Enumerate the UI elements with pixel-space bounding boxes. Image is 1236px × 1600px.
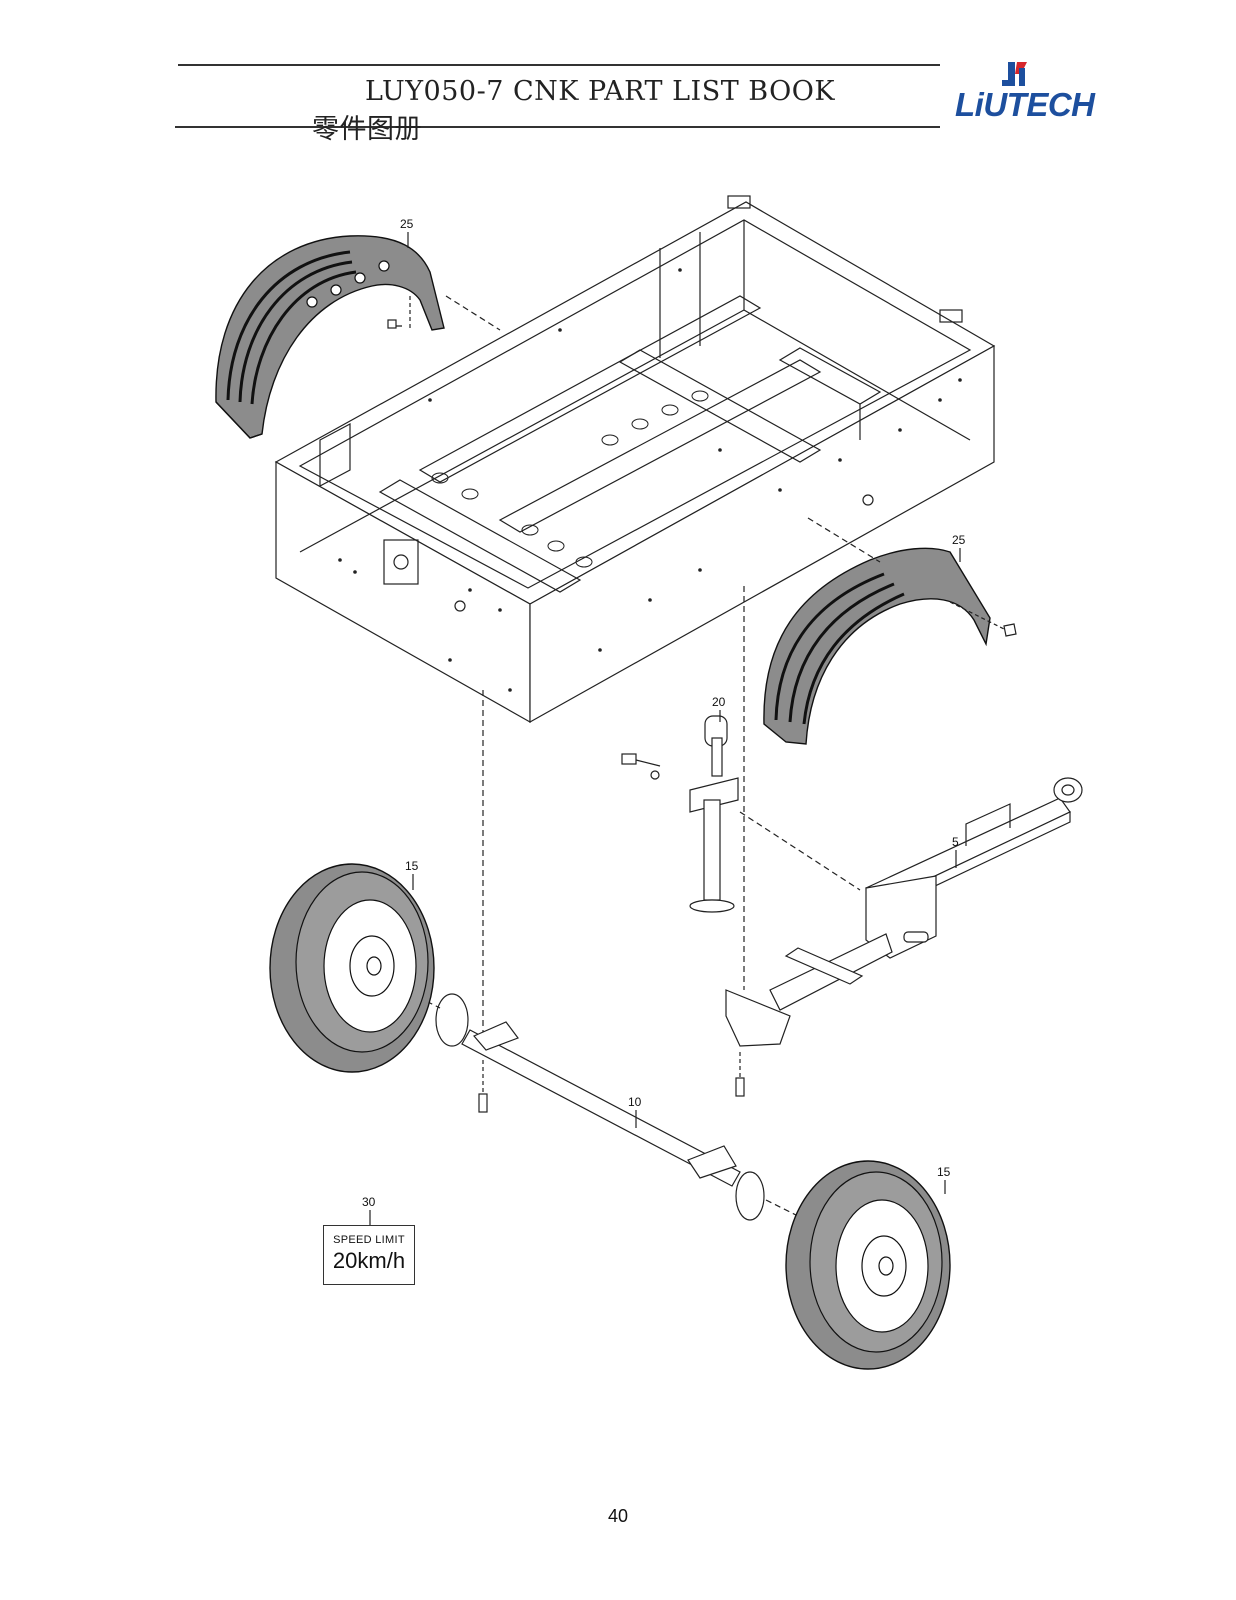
sign-line-1: SPEED LIMIT xyxy=(333,1234,405,1246)
logo-text: LiUTECH xyxy=(955,86,1095,123)
sign-line-2: 20km/h xyxy=(332,1248,406,1273)
callout-fender-left: 25 xyxy=(400,217,414,231)
callout-wheel-left: 15 xyxy=(405,859,419,873)
drawbar xyxy=(725,777,1083,1097)
page-number: 40 xyxy=(607,1506,629,1526)
jack-stand xyxy=(621,715,739,913)
speed-limit-sign: SPEED LIMIT 20km/h xyxy=(323,1225,415,1285)
callout-fender-right: 25 xyxy=(952,533,966,547)
wheel-right xyxy=(785,1160,951,1370)
fender-right xyxy=(763,517,1017,745)
chassis-frame xyxy=(274,195,996,724)
header-rule-bottom xyxy=(175,126,940,128)
liutech-logo: LiUTECH xyxy=(955,60,1105,124)
logo-mark-icon xyxy=(1002,62,1027,86)
page-title: LUY050-7 CNK PART LIST BOOK 零件图册 xyxy=(300,76,940,146)
wheel-left xyxy=(269,863,435,1073)
callout-wheel-right: 15 xyxy=(937,1165,951,1179)
callout-jack: 20 xyxy=(712,695,726,709)
callout-axle: 10 xyxy=(628,1095,642,1109)
header-rule-top xyxy=(178,64,940,66)
callout-sign: 30 xyxy=(362,1195,376,1209)
page-title-en: LUY050-7 CNK PART LIST BOOK xyxy=(365,76,836,107)
page-title-cn: 零件图册 xyxy=(312,114,422,145)
fender-left xyxy=(215,235,501,439)
callout-drawbar: 5 xyxy=(952,835,959,849)
